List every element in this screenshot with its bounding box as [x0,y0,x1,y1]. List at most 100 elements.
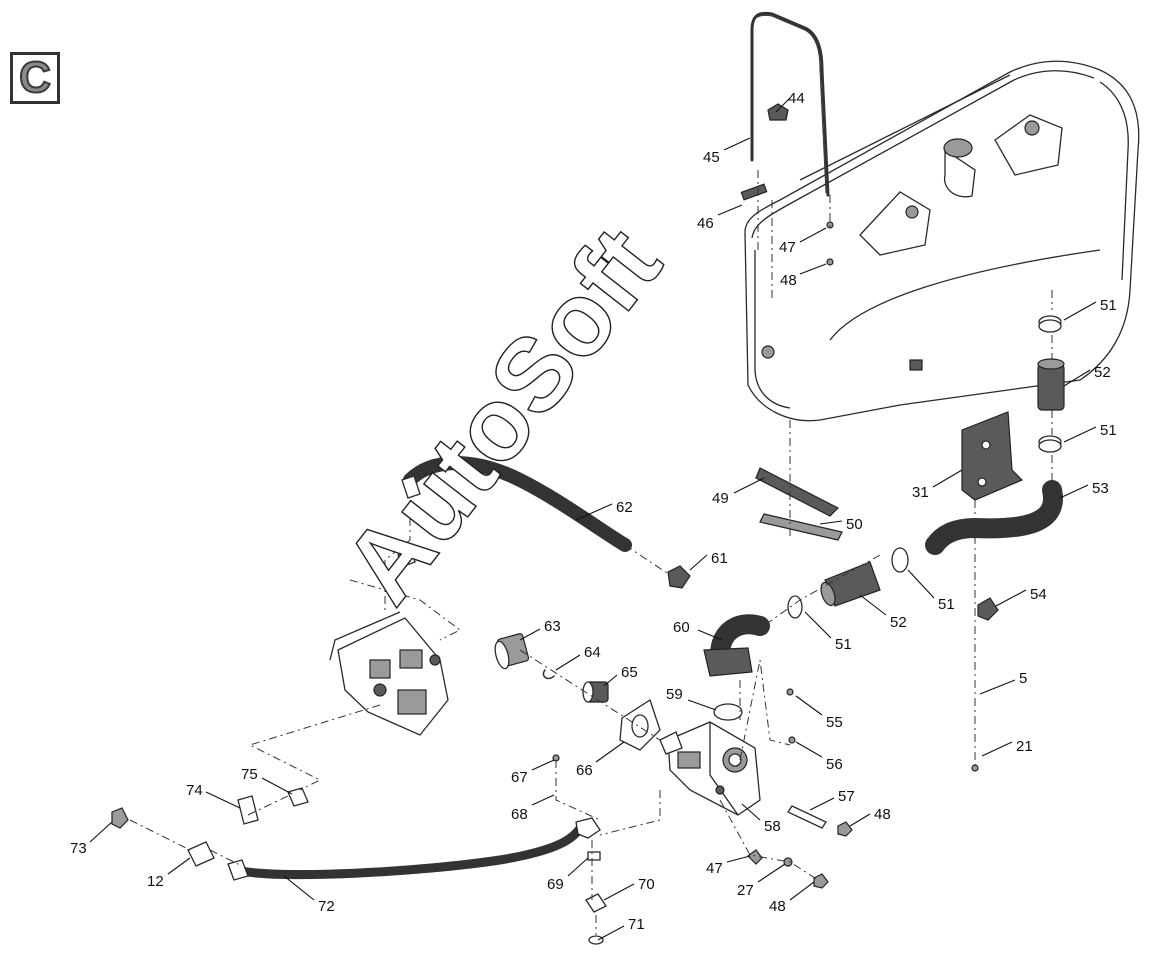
callout-label-64: 64 [584,644,601,661]
valve-block [329,547,449,736]
callout-label-69: 69 [547,876,564,893]
callout-leader-67 [531,759,555,771]
callout-label-61: 61 [711,550,728,567]
callout-label-62: 62 [616,499,633,516]
callout-label-74: 74 [186,782,203,799]
callout-label-52a: 52 [1094,364,1111,381]
callout-label-55: 55 [826,714,843,731]
callout-leader-51b [1063,426,1097,443]
callout-label-31: 31 [912,484,929,501]
lower-hose [111,787,607,945]
callout-leader-51a [1063,301,1097,321]
upper-hose [401,456,691,589]
callout-label-53: 53 [1092,480,1109,497]
callout-leader-52b [859,594,887,616]
callout-label-58: 58 [764,818,781,835]
callout-leader-64 [555,654,581,671]
callout-label-52b: 52 [890,614,907,631]
callout-leader-53 [1059,484,1089,499]
callout-leader-47b [726,855,751,863]
callout-label-56: 56 [826,756,843,773]
callout-label-51b: 51 [1100,422,1117,439]
callout-leader-59 [687,699,717,711]
callout-label-47a: 47 [779,239,796,256]
callout-leader-73 [89,821,113,843]
section-letter: C [18,53,52,102]
callout-leader-70 [603,883,635,901]
callout-leader-48a [799,263,827,275]
callout-leader-54 [995,589,1027,607]
callout-leader-74 [205,791,241,809]
callout-leader-5 [979,679,1016,695]
callout-label-73: 73 [70,840,87,857]
callout-label-54: 54 [1030,586,1047,603]
callout-label-75: 75 [241,766,258,783]
lower-hose-segments [787,547,909,619]
callout-label-46: 46 [697,215,714,232]
callout-leader-48c [789,881,815,901]
callout-label-72: 72 [318,898,335,915]
callout-label-45: 45 [703,149,720,166]
callout-leader-61 [689,554,708,571]
callout-leader-49 [733,477,765,494]
small-hardware [552,688,853,889]
watermark: AutoSoft [322,207,684,624]
callout-label-21: 21 [1016,738,1033,755]
callout-leader-21 [981,741,1013,757]
callout-label-67: 67 [511,769,528,786]
callout-label-59: 59 [666,686,683,703]
callout-label-48c: 48 [769,898,786,915]
callout-leader-57 [809,797,835,811]
callout-leader-31 [932,469,963,488]
callout-label-51d: 51 [835,636,852,653]
callout-leader-52a [1063,369,1091,387]
callout-leader-65 [603,674,618,687]
callout-leader-63 [519,628,541,641]
callout-label-57: 57 [838,788,855,805]
right-hose-parts [925,315,1065,772]
callout-leader-58 [741,803,761,821]
callout-leader-72 [283,875,315,901]
fuel-tank [744,60,1140,422]
callout-label-47b: 47 [706,860,723,877]
callout-label-65: 65 [621,664,638,681]
callout-leader-60 [697,629,723,641]
callout-label-68: 68 [511,806,528,823]
tank-pads [755,467,843,541]
callout-label-5: 5 [1019,670,1027,687]
callout-leader-51c [907,569,935,599]
callout-label-51a: 51 [1100,297,1117,314]
callout-leader-47a [799,227,827,243]
callout-leader-50 [819,520,843,525]
callout-label-44: 44 [788,90,805,107]
callout-label-51c: 51 [938,596,955,613]
section-badge: C [10,52,60,104]
callout-leader-48b [849,813,871,827]
callout-leader-27 [757,863,786,883]
assembly-lines [129,170,1053,935]
tank-strap [740,11,834,266]
callout-label-60: 60 [673,619,690,636]
bushing-parts [494,633,661,751]
elbow-fitting [703,614,770,721]
callout-leader-51d [804,611,832,639]
callout-leader-44 [775,97,791,113]
callout-leader-56 [795,741,823,758]
callout-leader-46 [717,204,743,216]
callout-label-63: 63 [544,618,561,635]
callout-leader-62 [575,503,613,521]
callout-leader-75 [261,777,293,795]
callout-leader-12 [167,857,191,875]
callout-leader-68 [531,794,555,806]
callouts: 4445464748515251533149506261515251546063… [70,90,1117,941]
callout-label-48b: 48 [874,806,891,823]
callout-leader-66 [595,741,625,763]
callout-label-50: 50 [846,516,863,533]
callout-label-71: 71 [628,916,645,933]
callout-label-66: 66 [576,762,593,779]
callout-label-70: 70 [638,876,655,893]
callout-leader-45 [723,137,751,151]
callout-label-48a: 48 [780,272,797,289]
callout-leader-69 [567,857,589,877]
